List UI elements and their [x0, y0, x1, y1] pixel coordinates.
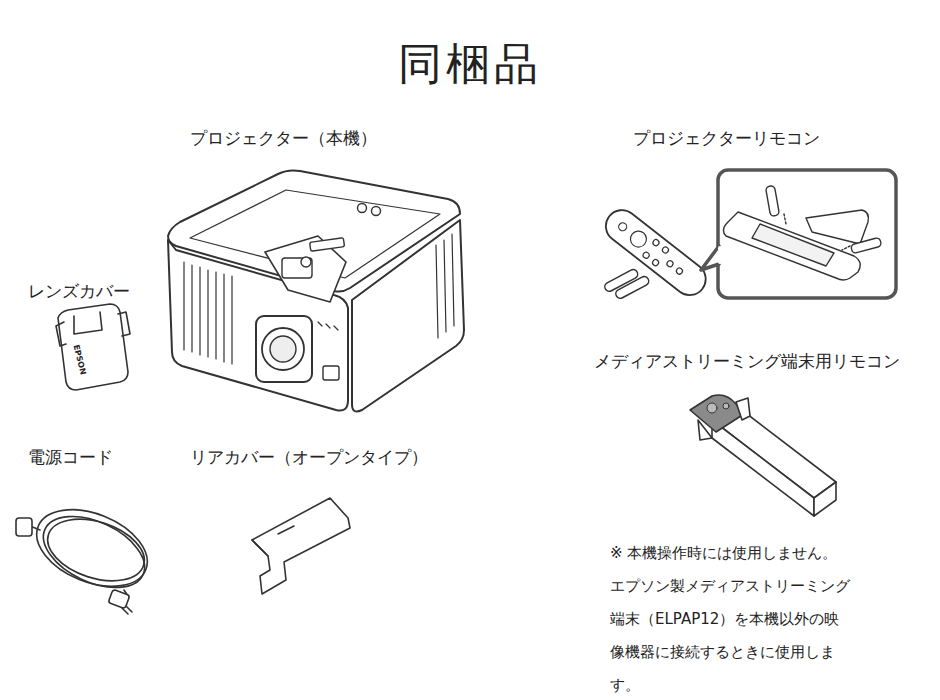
- part-name: 電源コード: [28, 447, 113, 467]
- part-name: プロジェクター（本機）: [190, 128, 377, 148]
- streaming-remote: [690, 395, 836, 516]
- batteries: [603, 268, 650, 300]
- part-name: リアカバー（オープンタイプ）: [190, 447, 428, 467]
- part-name: レンズカバー: [28, 281, 130, 301]
- note-text: ※ 本機操作時には使用しません。 エプソン製メディアストリーミング 端末（ELP…: [610, 537, 854, 700]
- rear-cover: [252, 498, 350, 594]
- page-title: 同梱品: [0, 38, 940, 91]
- inset-frame: [718, 170, 896, 298]
- part-name: メディアストリーミング端末用リモコン: [594, 351, 900, 371]
- part-name: プロジェクターリモコン: [633, 128, 820, 148]
- projector-side: [352, 220, 464, 412]
- power-cord: [16, 495, 159, 614]
- remote-back: [723, 185, 881, 280]
- remote-control: [599, 204, 712, 302]
- lens-cover: [56, 304, 130, 390]
